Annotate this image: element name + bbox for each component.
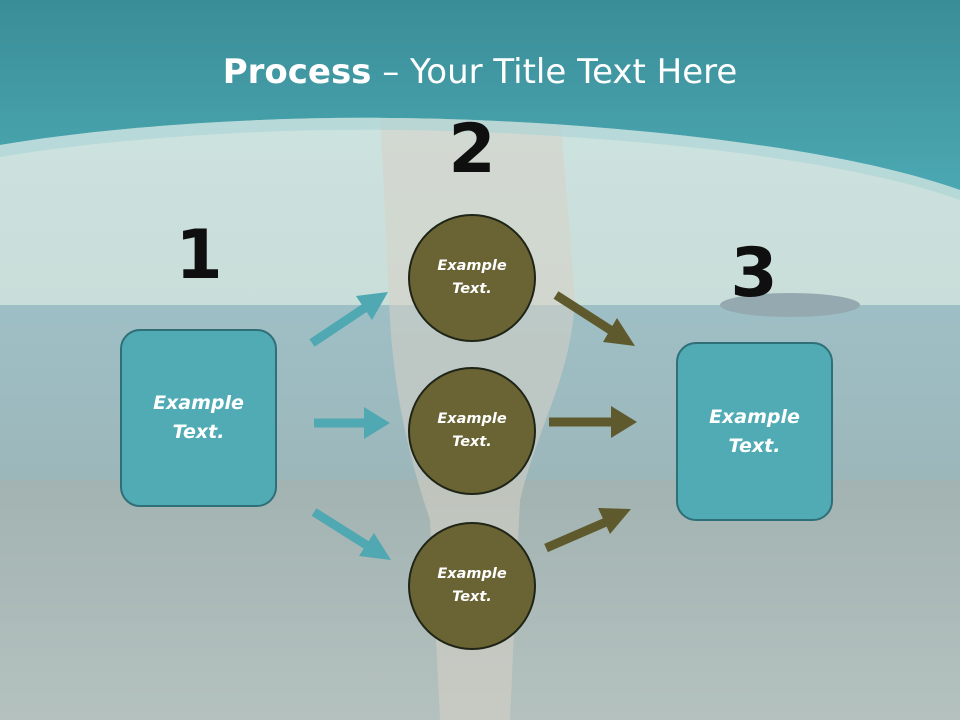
step-circle-bottom: Example Text. xyxy=(408,522,536,650)
step-circle-bottom-label: Example Text. xyxy=(437,566,507,605)
step-number-3: 3 xyxy=(730,234,778,313)
step-circle-middle-label: Example Text. xyxy=(437,411,507,450)
step-circle-top: Example Text. xyxy=(408,214,536,342)
title-bold: Process xyxy=(222,52,372,92)
step-number-2: 2 xyxy=(448,110,496,189)
step-box-right: Example Text. xyxy=(676,342,833,521)
step-circle-middle: Example Text. xyxy=(408,367,536,495)
step-box-left: Example Text. xyxy=(120,329,277,507)
step-circle-top-label: Example Text. xyxy=(437,258,507,297)
slide-title: Process – Your Title Text Here xyxy=(0,52,960,92)
step-number-1: 1 xyxy=(175,216,223,295)
title-rest: – Your Title Text Here xyxy=(371,52,738,92)
step-box-left-label: Example Text. xyxy=(153,392,244,443)
step-box-right-label: Example Text. xyxy=(709,405,800,457)
